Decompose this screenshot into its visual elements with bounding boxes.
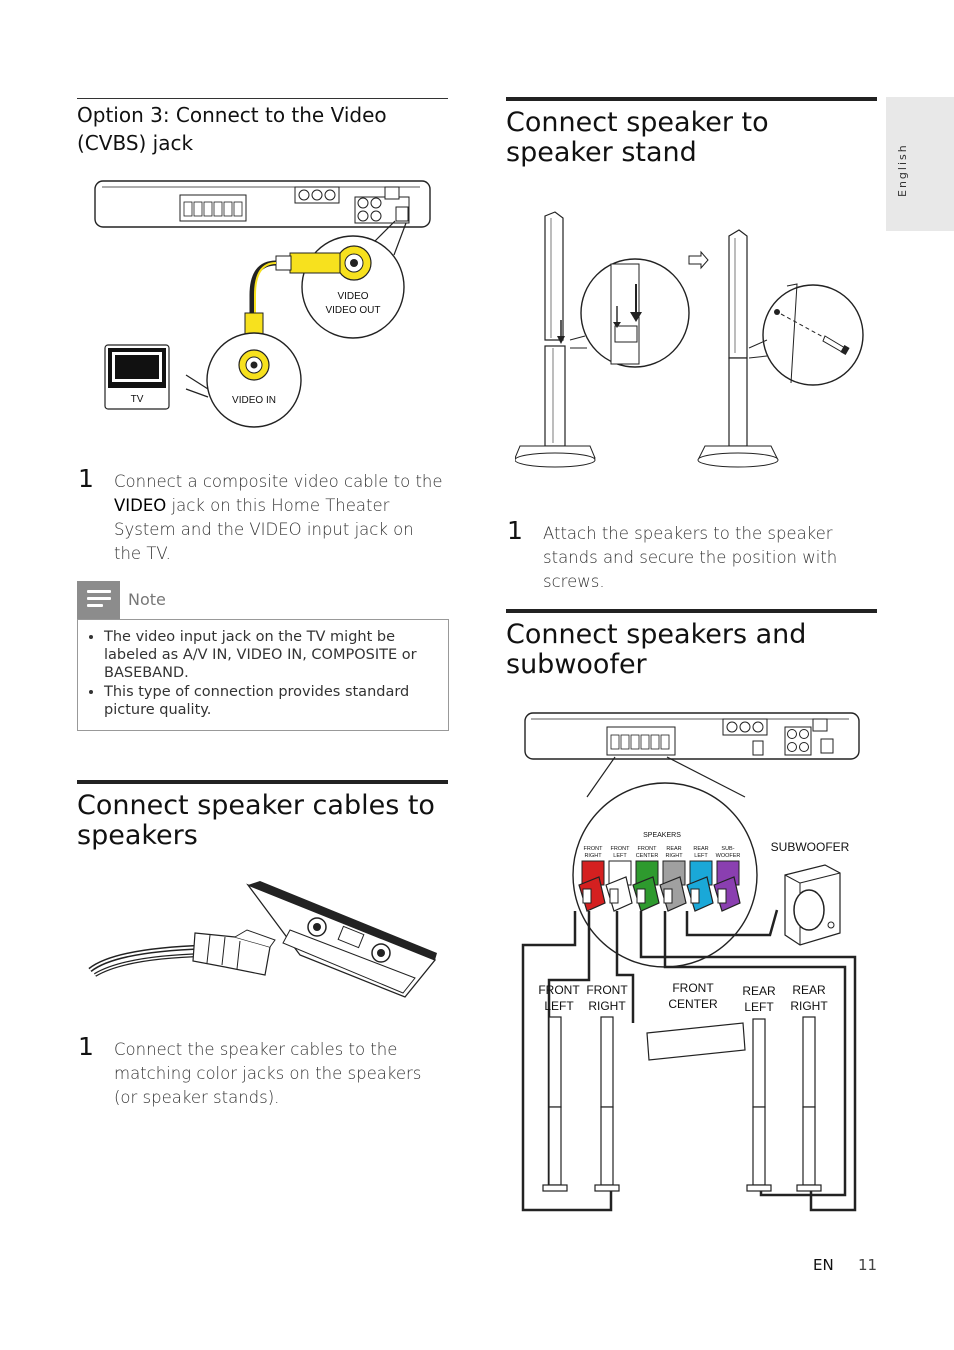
speaker-labels: FRONT LEFT FRONT RIGHT FRONT CENTER REAR…	[538, 981, 828, 1014]
rear-left-speaker	[746, 1018, 772, 1192]
speakers-subwoofer-diagram: SPEAKERS FRONTRIGHTFRONTLEFTFRONTCENTERR…	[521, 712, 860, 1212]
jack-label-line2: CENTER	[636, 853, 659, 859]
plug-face	[609, 888, 619, 904]
front-right-label-1: FRONT	[586, 983, 628, 997]
jack-label-line2: RIGHT	[584, 853, 602, 859]
note-item: The video input jack on the TV might be …	[104, 628, 440, 682]
tv-label: TV	[131, 394, 144, 405]
step1-video-bold: VIDEO	[114, 496, 167, 515]
stand-zoom-callout-2	[762, 284, 864, 386]
speaker-cable-diagram	[88, 881, 437, 998]
front-center-label-2: CENTER	[668, 997, 718, 1011]
video-out-label-2: VIDEO OUT	[325, 305, 380, 316]
speakers-panel-label: SPEAKERS	[643, 832, 681, 839]
rear-left-label-2: LEFT	[744, 1000, 774, 1014]
note-header: Note	[77, 581, 449, 619]
subwoofer-label: SUBWOOFER	[771, 840, 850, 854]
step1-text-a: Connect a composite video cable to the	[114, 472, 443, 491]
step-stand-number: 1	[507, 516, 523, 545]
option-title: Option 3: Connect to the Video (CVBS) ja…	[77, 103, 387, 155]
video-connection-diagram: VIDEO VIDEO OUT VIDEO IN TV	[94, 180, 431, 428]
home-theater-rear-panel-2	[524, 712, 860, 760]
front-left-label-2: LEFT	[544, 999, 574, 1013]
step-cables-text: Connect the speaker cables to the matchi…	[114, 1040, 422, 1107]
jack-label-line1: FRONT	[638, 846, 658, 852]
rear-right-label-2: RIGHT	[790, 999, 828, 1013]
jack-label-line2: WOOFER	[716, 853, 741, 859]
note-box: The video input jack on the TV might be …	[77, 619, 449, 731]
footer-language: EN	[813, 1256, 834, 1274]
jack-label-line2: LEFT	[613, 853, 627, 859]
rear-left-label-1: REAR	[742, 984, 776, 998]
section-rule-stand	[506, 97, 877, 101]
front-left-speaker	[542, 1016, 568, 1192]
speaker-stand-2	[697, 229, 779, 468]
note-icon	[77, 581, 120, 619]
section-rule-speakers	[506, 609, 877, 613]
front-left-label-1: FRONT	[538, 983, 580, 997]
rear-right-speaker	[796, 1016, 822, 1192]
language-label: English	[896, 143, 909, 197]
jack-label-line1: FRONT	[584, 846, 604, 852]
language-tab: English	[886, 97, 954, 231]
rca-plug-top	[289, 252, 341, 274]
speaker-stand-diagram	[515, 211, 864, 468]
video-in-label: VIDEO IN	[232, 395, 276, 406]
front-center-label-1: FRONT	[672, 981, 714, 995]
front-right-speaker	[594, 1016, 620, 1192]
jack-label-line2: RIGHT	[665, 853, 683, 859]
jack-label-line1: REAR	[666, 846, 681, 852]
plug-face	[717, 888, 727, 904]
note-item: This type of connection provides standar…	[104, 683, 440, 719]
speaker-jack-group: FRONTRIGHTFRONTLEFTFRONTCENTERREARRIGHTR…	[578, 846, 741, 912]
front-right-label-2: RIGHT	[588, 999, 626, 1013]
tv-icon	[104, 344, 170, 410]
jack-label-line1: REAR	[693, 846, 708, 852]
video-out-label-1: VIDEO	[337, 291, 368, 302]
step-stand-text: Attach the speakers to the speaker stand…	[543, 524, 838, 591]
plug-face	[582, 888, 592, 904]
section-rule-cables	[77, 780, 448, 784]
arrow-icon	[688, 250, 709, 270]
jack-label-line2: LEFT	[694, 853, 708, 859]
home-theater-rear-panel	[94, 180, 431, 228]
section-title-cables: Connect speaker cables to speakers	[77, 790, 435, 851]
step1-number: 1	[78, 464, 94, 493]
speaker-cable-plug	[192, 929, 276, 976]
step1-text-b: jack on this Home Theater System and the…	[114, 496, 414, 563]
speaker-stand-1	[515, 211, 596, 468]
jack-label-line1: SUB-	[721, 846, 734, 852]
option-rule	[77, 98, 448, 99]
section-title-stand: Connect speaker to speaker stand	[506, 107, 769, 168]
front-center-speaker	[646, 1022, 746, 1061]
subwoofer-icon	[784, 864, 841, 946]
rear-right-label-1: REAR	[792, 983, 826, 997]
step1-text: Connect a composite video cable to the V…	[114, 470, 444, 566]
jack-label-line1: FRONT	[611, 846, 631, 852]
step-cables-number: 1	[78, 1032, 94, 1061]
note-label: Note	[128, 590, 166, 609]
plug-face	[690, 888, 700, 904]
page-number: 11	[858, 1256, 878, 1274]
plug-face	[636, 888, 646, 904]
section-title-speakers: Connect speakers and subwoofer	[506, 619, 807, 680]
plug-face	[663, 888, 673, 904]
